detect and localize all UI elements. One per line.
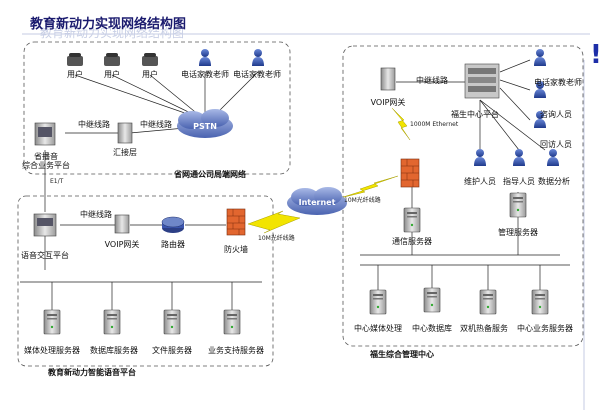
user-label: 用户 <box>104 70 120 79</box>
staff-person-icon <box>513 149 525 166</box>
center-platform-label: 福生中心平台 <box>451 110 499 119</box>
gigabit-label: 1000M Ethernet <box>410 121 459 128</box>
center-media-label: 中心媒体处理 <box>354 324 402 333</box>
tel-teacher-label: 电话家教老师 <box>534 78 582 87</box>
server-icon <box>369 289 387 315</box>
voice-platform-icon <box>34 122 56 146</box>
analyst-label: 数据分析 <box>538 177 570 186</box>
pstn-label: PSTN <box>193 122 217 131</box>
maintenance-label: 维护人员 <box>464 177 496 186</box>
aggregation-label: 汇接层 <box>113 148 137 157</box>
user-phone-1 <box>67 53 83 66</box>
file-server-label: 文件服务器 <box>152 346 192 355</box>
center-biz-label: 中心业务服务器 <box>517 324 573 333</box>
bandwidth-label: 10M光纤线路 <box>258 235 295 242</box>
teacher-person-icon <box>252 49 264 66</box>
biz-server-label: 业务支持服务器 <box>208 346 264 355</box>
page-title: 教育新动力实现网络结构图 <box>30 17 187 32</box>
integrated-platform-icon <box>33 213 57 237</box>
isp-links <box>44 71 259 212</box>
callback-label: 回访人员 <box>540 140 572 149</box>
isp-region <box>23 41 291 175</box>
exclamation-icon: ! <box>590 40 600 70</box>
trunk-label: 中继线路 <box>80 210 112 219</box>
voip-gateway-right-icon <box>380 67 396 91</box>
internet-label: Internet <box>298 198 336 207</box>
server-icon <box>479 289 497 315</box>
voice-platform-label: 省播音 综合业务平台 <box>22 152 70 170</box>
center-platform-icon <box>464 63 500 99</box>
firewall-right-icon <box>400 158 420 188</box>
server-icon <box>163 309 181 335</box>
user-phone-2 <box>104 53 120 66</box>
server-icon <box>223 309 241 335</box>
pstn-cloud <box>177 109 233 138</box>
media-server-label: 媒体处理服务器 <box>24 346 80 355</box>
center-db-label: 中心数据库 <box>412 324 452 333</box>
school-region <box>17 195 274 367</box>
teacher-label: 电话家教老师 <box>181 70 229 79</box>
wan-link-left <box>247 210 301 234</box>
voip-gateway-icon <box>114 214 130 234</box>
server-icon <box>423 287 441 313</box>
school-region-label: 教育新动力智能语音平台 <box>48 368 136 377</box>
trunk-label: 中继线路 <box>416 76 448 85</box>
internet-cloud <box>287 187 347 215</box>
integrated-platform-label: 语音交互平台 <box>21 251 69 260</box>
firewall-label: 防火墙 <box>224 245 248 254</box>
server-icon <box>509 192 527 218</box>
teacher-person-icon <box>199 49 211 66</box>
wan-link-right <box>339 175 399 199</box>
server-icon <box>43 309 61 335</box>
staff-person-icon <box>474 149 486 166</box>
staff-person-icon <box>534 49 546 66</box>
user-label: 用户 <box>142 70 158 79</box>
backup-label: 双机热备服务 <box>460 324 508 333</box>
voip-gateway-right-label: VOIP网关 <box>370 98 406 107</box>
user-phone-3 <box>142 53 158 66</box>
ghost-title: 教育新动力实现网络结构图 <box>40 26 185 40</box>
e1-label: E1/T <box>50 178 64 185</box>
center-region <box>342 45 584 347</box>
router-label: 路由器 <box>161 240 185 249</box>
firewall-left-icon <box>226 208 246 236</box>
mgmt-server-label: 管理服务器 <box>498 228 538 237</box>
server-icon <box>103 309 121 335</box>
trunk-label: 中继线路 <box>140 120 172 129</box>
trunk-label: 中继线路 <box>78 120 110 129</box>
center-region-label: 福生综合管理中心 <box>370 350 434 359</box>
user-label: 用户 <box>67 70 83 79</box>
aggregation-switch-icon <box>117 122 133 144</box>
bandwidth-label: 10M光纤线路 <box>344 197 381 204</box>
server-icon <box>403 207 421 233</box>
guide-label: 指导人员 <box>503 177 535 186</box>
isp-region-label: 省网通公司局端网络 <box>174 170 246 179</box>
router-icon <box>161 216 185 233</box>
db-server-label: 数据库服务器 <box>90 346 138 355</box>
voip-link <box>391 107 411 141</box>
voip-gateway-label: VOIP网关 <box>104 240 140 249</box>
staff-person-icon <box>547 149 559 166</box>
school-links <box>20 224 262 310</box>
comm-server-label: 通信服务器 <box>392 237 432 246</box>
server-icon <box>531 289 549 315</box>
teacher-label: 电话家教老师 <box>233 70 281 79</box>
consultant-label: 咨询人员 <box>540 110 572 119</box>
